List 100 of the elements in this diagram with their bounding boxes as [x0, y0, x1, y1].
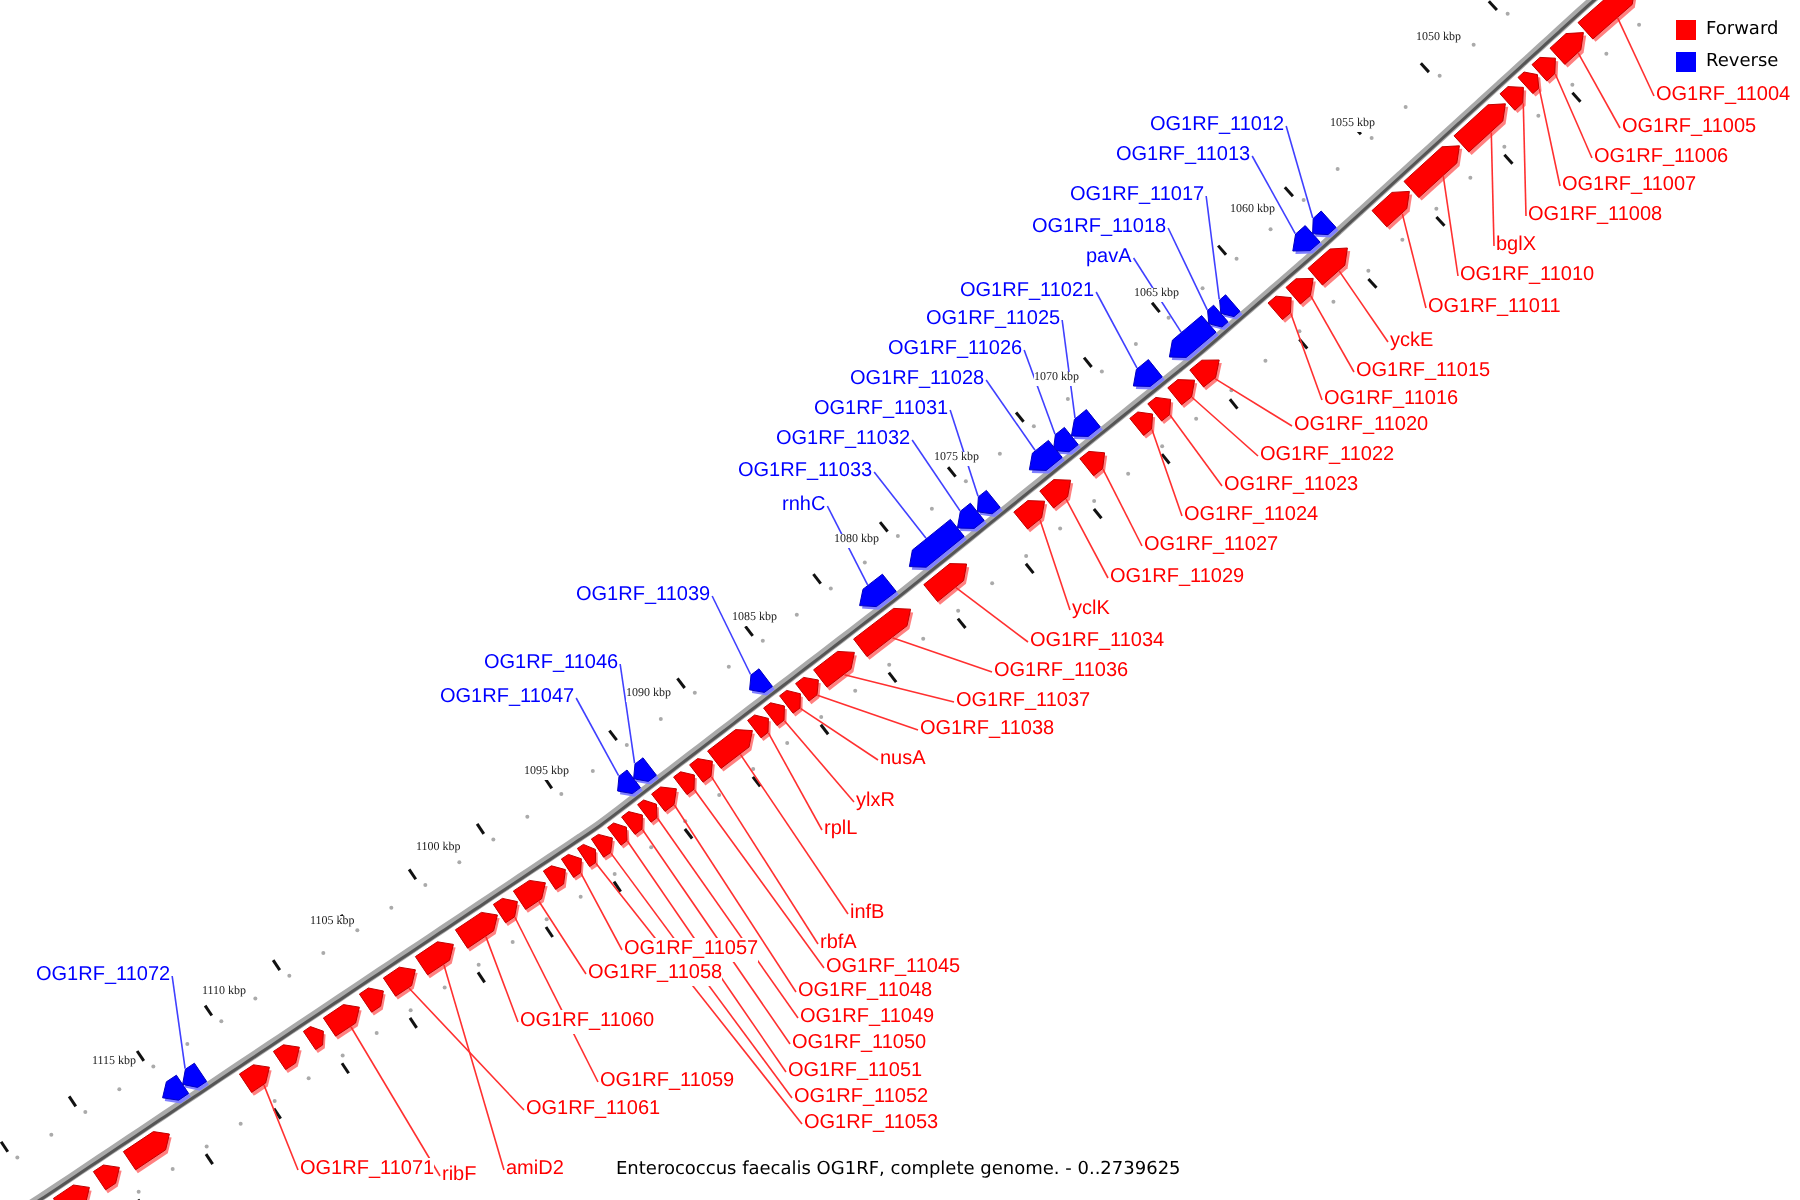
leader-line: [1095, 291, 1138, 369]
gene-label: OG1RF_11046: [484, 652, 619, 676]
leader-line: [580, 872, 623, 951]
legend-label: Reverse: [1706, 52, 1779, 72]
gene-label: yckE: [1390, 330, 1434, 354]
gene-block: [1132, 359, 1165, 390]
leader-line: [1289, 312, 1323, 401]
gene-label: OG1RF_11034: [1030, 630, 1165, 654]
gene-block: [617, 769, 643, 797]
leader-line: [1169, 414, 1223, 487]
gene-block: [382, 966, 418, 1000]
gene-block: [92, 1164, 122, 1194]
gene-label: pavA: [1086, 246, 1132, 270]
leader-line: [911, 439, 961, 512]
gene-label: OG1RF_11004: [1656, 84, 1791, 108]
gene-block: [1307, 247, 1351, 288]
gene-label: OG1RF_11008: [1528, 204, 1663, 228]
gene-block: [1167, 379, 1198, 408]
gene-label: OG1RF_11016: [1324, 388, 1459, 412]
leader-line: [1065, 498, 1109, 579]
gene-label: OG1RF_11058: [588, 962, 723, 986]
gene-block: [1079, 450, 1108, 479]
leader-line: [1285, 125, 1314, 219]
gene-block: [1453, 103, 1509, 155]
leader-line: [575, 697, 620, 777]
leader-line: [1132, 257, 1183, 334]
gene-label: OG1RF_11047: [440, 686, 575, 710]
gene-label: OG1RF_11025: [926, 308, 1061, 332]
gene-block: [182, 1062, 209, 1091]
leader-line: [171, 975, 186, 1070]
gene-label: OG1RF_11053: [804, 1112, 939, 1136]
gene-block: [1292, 225, 1323, 254]
leader-line: [1023, 349, 1056, 435]
leader-line: [816, 694, 919, 731]
gene-block: [358, 987, 386, 1016]
leader-line: [443, 963, 505, 1171]
gene-block: [1549, 32, 1587, 68]
gene-label: OG1RF_11027: [1144, 534, 1279, 558]
leader-line: [1251, 155, 1297, 235]
gene-label: OG1RF_11048: [798, 980, 933, 1004]
gene-label: OG1RF_11057: [624, 938, 759, 962]
gene-block: [859, 573, 899, 610]
gene-label: OG1RF_11036: [994, 660, 1129, 684]
leader-line: [783, 719, 855, 803]
gene-label: OG1RF_11050: [792, 1032, 927, 1056]
gene-label: OG1RF_11071: [300, 1158, 435, 1182]
gene-block: [1371, 190, 1413, 230]
gene-block: [923, 563, 970, 605]
gene-label: OG1RF_11037: [956, 690, 1091, 714]
gene-label: ylxR: [856, 790, 895, 814]
leader-line: [1401, 212, 1427, 309]
gene-block: [956, 502, 987, 532]
leader-line: [263, 1084, 299, 1171]
gene-label: OG1RF_11060: [520, 1010, 655, 1034]
leader-line: [1039, 519, 1071, 611]
gene-block: [749, 668, 775, 696]
gene-label: OG1RF_11029: [1110, 566, 1245, 590]
gene-block: [976, 489, 1003, 517]
gene-block: [1267, 295, 1294, 323]
gene-block: [454, 911, 500, 952]
gene-block: [52, 1184, 92, 1200]
gene-label: OG1RF_11032: [776, 428, 911, 452]
gene-block: [512, 879, 548, 913]
gene-block: [322, 1004, 362, 1040]
gene-label: OG1RF_11010: [1460, 264, 1595, 288]
leader-line: [408, 987, 525, 1111]
gene-label: yclK: [1072, 598, 1110, 622]
leader-line: [1167, 227, 1209, 311]
leader-line: [710, 775, 819, 945]
leader-line: [955, 586, 1029, 643]
leader-line: [1151, 428, 1183, 517]
gene-block: [633, 757, 659, 785]
leader-line: [693, 788, 825, 969]
leader-line: [1577, 52, 1621, 129]
gene-label: OG1RF_11013: [1116, 144, 1251, 168]
gene-block: [272, 1044, 302, 1073]
leader-line: [350, 1025, 441, 1177]
gene-block: [908, 518, 967, 571]
gene-label: OG1RF_11028: [850, 368, 985, 392]
leader-line: [485, 935, 519, 1023]
leader-line: [1338, 270, 1389, 343]
leader-line: [739, 753, 849, 915]
leader-line: [1205, 195, 1221, 301]
gene-label: OG1RF_11006: [1594, 146, 1729, 170]
leader-line: [1490, 131, 1495, 247]
gene-label: OG1RF_11026: [888, 338, 1023, 362]
leader-line: [891, 637, 993, 673]
gene-label: OG1RF_11015: [1356, 360, 1491, 384]
gene-label: OG1RF_11011: [1428, 296, 1561, 320]
gene-label: OG1RF_11049: [800, 1006, 935, 1030]
gene-block: [853, 607, 914, 660]
leader-line: [767, 732, 823, 831]
gene-label: OG1RF_11045: [826, 956, 961, 980]
gene-block: [302, 1026, 326, 1053]
gene-label: OG1RF_11018: [1032, 216, 1167, 240]
gene-label: OG1RF_11012: [1150, 114, 1285, 138]
leader-line: [949, 409, 979, 498]
leader-line: [843, 673, 955, 703]
caption: Enterococcus faecalis OG1RF, complete genome. - 0..2739625: [616, 1160, 1181, 1182]
gene-label: OG1RF_11033: [738, 460, 873, 484]
